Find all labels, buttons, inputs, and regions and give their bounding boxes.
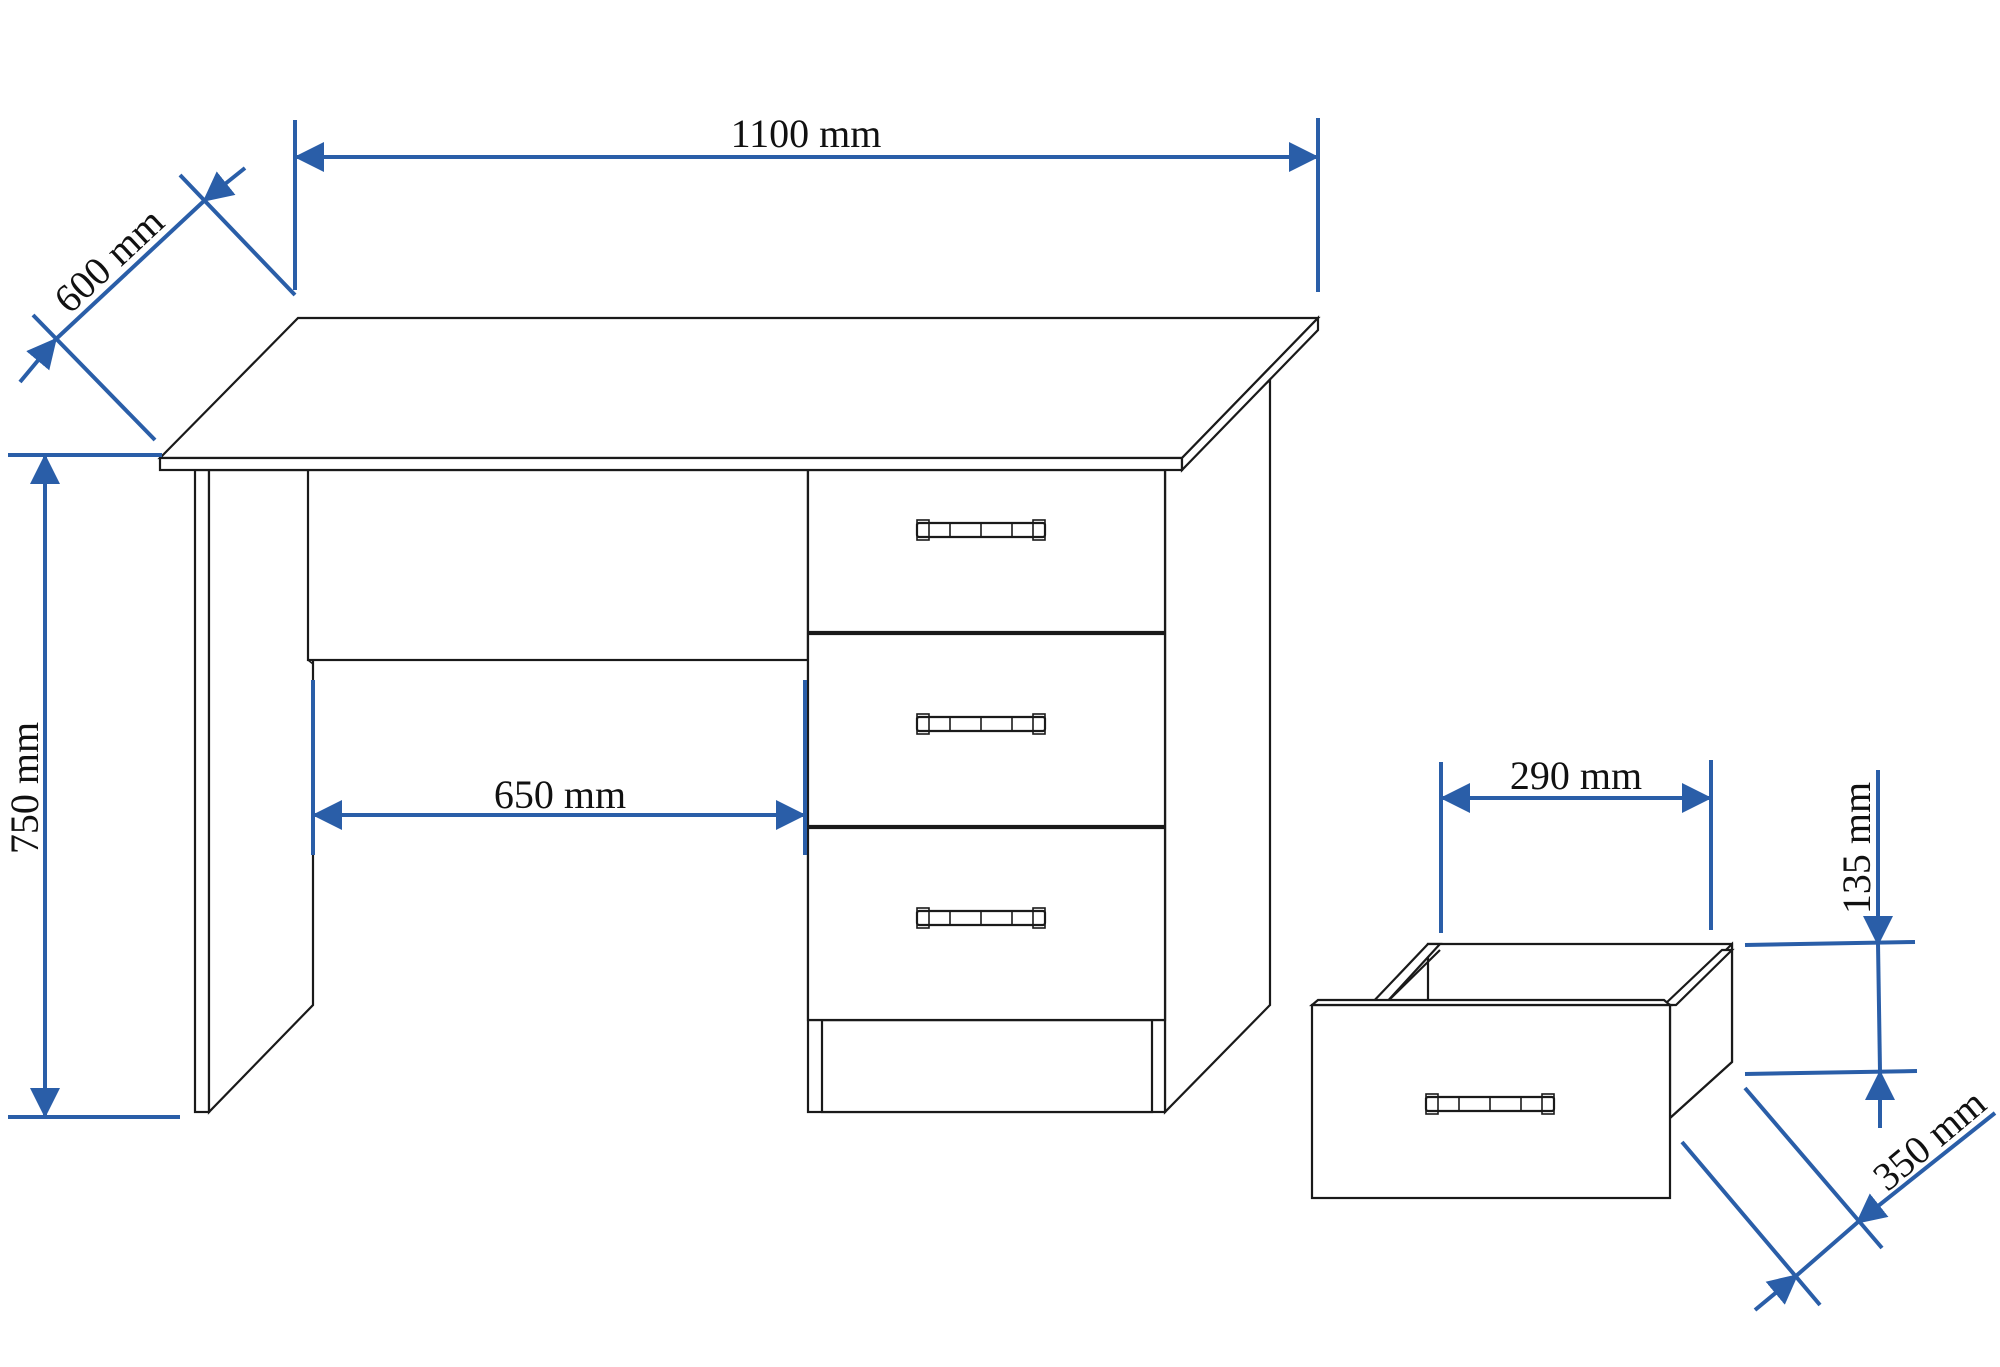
knee-space-label: 650 mm: [494, 772, 626, 817]
drawer-unit-plinth: [820, 1018, 1154, 1114]
desktop-front-edge: [158, 456, 1184, 472]
drawer-detail-handle: [1424, 1093, 1556, 1115]
height-label: 750 mm: [2, 722, 47, 854]
drawer-height-dimension: 135 mm: [1744, 770, 1918, 1128]
desk-drawer-top: [806, 468, 1167, 634]
drawer-handle-2: [915, 713, 1047, 735]
desk-left-leg: [193, 468, 211, 1114]
desktop-right-edge: [1180, 315, 1320, 473]
drawer-handle-3: [915, 907, 1047, 929]
desk-left-leg-side: [207, 468, 315, 1115]
height-dimension: 750 mm: [2, 453, 180, 1119]
desk-apron-panel: [306, 468, 810, 662]
desk: [157, 315, 1321, 1115]
drawer-handle-1: [915, 519, 1047, 541]
depth-label: 600 mm: [45, 199, 172, 322]
width-dimension: 1100 mm: [293, 111, 1320, 292]
drawer-depth-dimension: 350 mm: [1680, 1080, 1997, 1312]
drawer-right-side-inner: [1661, 948, 1735, 1007]
drawer-front: [1310, 1003, 1672, 1200]
drawer-width-label: 290 mm: [1510, 753, 1642, 798]
drawer-front-top-edge: [1308, 998, 1674, 1007]
desktop-top-surface: [157, 316, 1321, 460]
drawer-detail: [1308, 941, 1735, 1200]
width-label: 1100 mm: [731, 111, 882, 156]
drawer-height-label: 135 mm: [1834, 782, 1879, 914]
drawer-width-dimension: 290 mm: [1439, 753, 1713, 933]
knee-space-dimension: 650 mm: [311, 680, 807, 855]
desk-right-side-panel: [1163, 377, 1272, 1115]
drawer-depth-label: 350 mm: [1864, 1080, 1994, 1199]
